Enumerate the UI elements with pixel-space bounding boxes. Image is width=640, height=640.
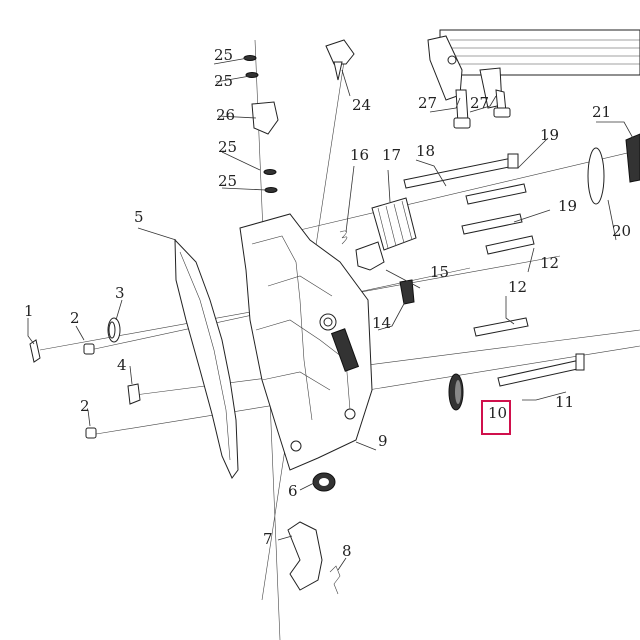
crankcase-cover-9	[239, 213, 373, 471]
callout-17: 17	[382, 146, 401, 164]
callout-25-b: 25	[214, 72, 233, 90]
callout-21: 21	[592, 103, 611, 121]
callout-5: 5	[134, 208, 144, 226]
callout-14: 14	[372, 314, 391, 332]
callout-25-a: 25	[214, 46, 233, 64]
callout-25-c: 25	[218, 138, 237, 156]
radiator	[427, 29, 640, 109]
washer-stack-25-26	[243, 55, 279, 193]
highlight-box-part-10	[481, 400, 511, 435]
callout-27-b: 27	[470, 94, 489, 112]
bolt-27-pair	[453, 89, 511, 129]
gasket-5	[174, 238, 239, 479]
callout-27-a: 27	[418, 94, 437, 112]
cap-10	[448, 373, 464, 411]
callout-25-d: 25	[218, 172, 237, 190]
callout-24: 24	[352, 96, 371, 114]
callout-6: 6	[288, 482, 298, 500]
callout-19-upper: 19	[540, 126, 559, 144]
callout-12-upper: 12	[540, 254, 559, 272]
callout-11: 11	[555, 393, 574, 411]
callout-26: 26	[216, 106, 235, 124]
callout-3: 3	[115, 284, 125, 302]
callout-4: 4	[117, 356, 127, 374]
callout-1: 1	[24, 302, 34, 320]
callout-20: 20	[612, 222, 631, 240]
callout-9: 9	[378, 432, 388, 450]
callout-2-lower: 2	[80, 397, 90, 415]
callout-8: 8	[342, 542, 352, 560]
oil-seal-6	[312, 472, 336, 492]
upper-middle-parts	[339, 197, 417, 305]
callout-15: 15	[430, 263, 449, 281]
leader-lines	[27, 57, 635, 571]
dipstick-24	[325, 39, 355, 81]
callout-7: 7	[263, 530, 273, 548]
lever-7-spring-8	[287, 521, 341, 595]
callout-labels: 1 2 3 4 2 5 6 7 8 9 10 11 12 12 14 15 16…	[24, 46, 631, 560]
callout-10: 10	[488, 404, 507, 422]
left-small-parts	[29, 317, 141, 439]
callout-18: 18	[416, 142, 435, 160]
callout-2-upper: 2	[70, 309, 80, 327]
ring-20-fitting-21	[587, 133, 640, 205]
callout-12-lower: 12	[508, 278, 527, 296]
long-bolts	[403, 153, 585, 387]
callout-16: 16	[350, 146, 369, 164]
callout-19-lower: 19	[558, 197, 577, 215]
